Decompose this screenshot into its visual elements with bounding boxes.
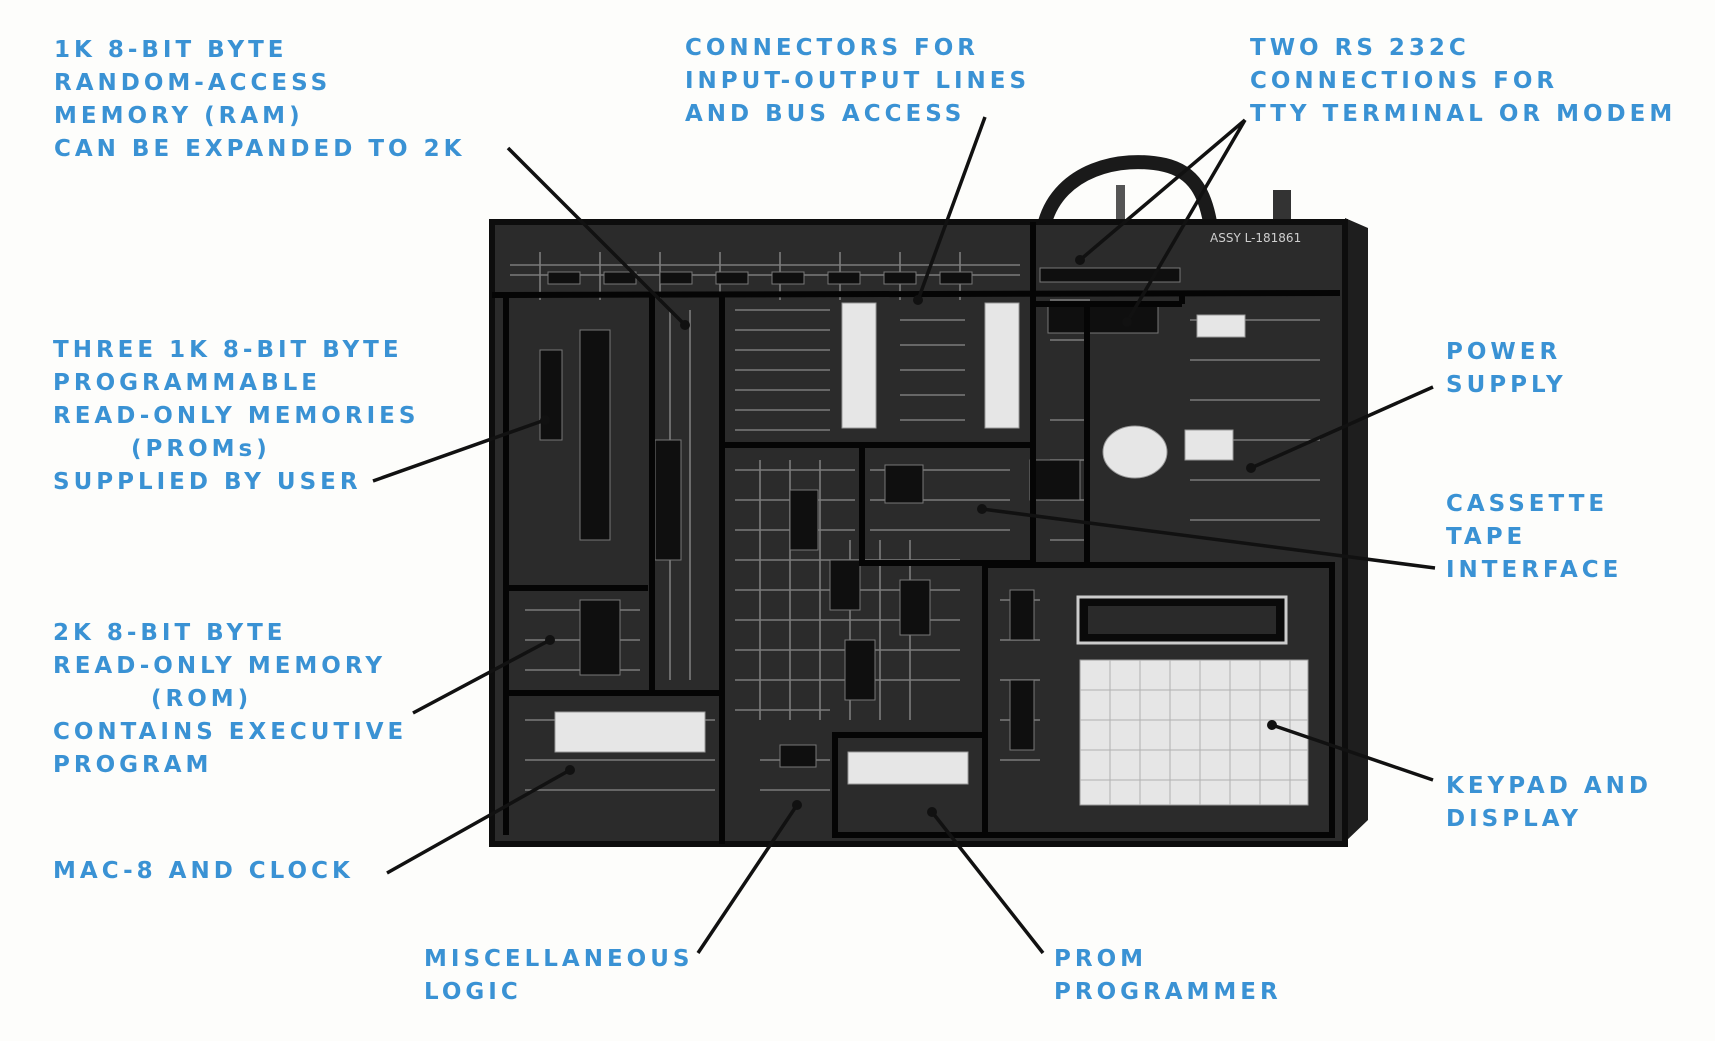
display-window-inner (1088, 606, 1276, 634)
label-rs232-line-1: TWO RS 232C (1250, 35, 1470, 61)
label-rom-line-5: PROGRAM (53, 752, 213, 778)
label-rom-line-1: 2K 8-BIT BYTE (53, 620, 287, 646)
section-outlines (491, 222, 1341, 844)
label-misc-line-2: LOGIC (424, 979, 522, 1005)
label-connectors-line-2: INPUT-OUTPUT LINES (685, 68, 1031, 94)
label-misc-line-1: MISCELLANEOUS (424, 946, 694, 972)
label-ram-line-1: 1K 8-BIT BYTE (54, 37, 288, 63)
board-marking: ASSY L-181861 (1210, 231, 1301, 245)
label-keypad: KEYPAD AND DISPLAY (1446, 770, 1652, 836)
label-proms-line-5: SUPPLIED BY USER (53, 469, 362, 495)
label-power-line-1: POWER (1446, 339, 1562, 365)
label-rom-line-2: READ-ONLY MEMORY (53, 653, 386, 679)
label-proms-line-3: READ-ONLY MEMORIES (53, 403, 420, 429)
label-cassette-line-3: INTERFACE (1446, 557, 1623, 583)
label-power: POWER SUPPLY (1446, 336, 1567, 402)
label-ram: 1K 8-BIT BYTE RANDOM-ACCESS MEMORY (RAM)… (54, 34, 465, 166)
rs232-plug (1273, 190, 1291, 222)
label-connectors-line-3: AND BUS ACCESS (685, 101, 966, 127)
label-connectors-line-1: CONNECTORS FOR (685, 35, 980, 61)
leader-connectors (916, 116, 987, 301)
label-rom-line-3: (ROM) (151, 686, 253, 712)
keypad-grid (1080, 660, 1308, 805)
board-light-parts (554, 302, 1309, 806)
power-switch (1116, 185, 1125, 221)
label-ram-line-2: RANDOM-ACCESS (54, 70, 332, 96)
label-connectors: CONNECTORS FOR INPUT-OUTPUT LINES AND BU… (685, 32, 1030, 131)
label-misc: MISCELLANEOUS LOGIC (424, 943, 693, 1009)
board-side-shadow (1345, 218, 1368, 842)
leader-power (1250, 385, 1434, 470)
label-programmer-line-2: PROGRAMMER (1054, 979, 1282, 1005)
label-keypad-line-1: KEYPAD AND (1446, 773, 1652, 799)
leader-cassette (981, 507, 1436, 570)
label-cassette-line-1: CASSETTE (1446, 491, 1609, 517)
leader-misc (696, 804, 799, 954)
leader-endpoints (540, 255, 1277, 817)
label-proms-line-2: PROGRAMMABLE (53, 370, 321, 396)
label-rs232-line-2: CONNECTIONS FOR (1250, 68, 1559, 94)
label-cassette: CASSETTE TAPE INTERFACE (1446, 488, 1622, 587)
leader-mac8 (386, 768, 571, 875)
label-proms-line-1: THREE 1K 8-BIT BYTE (53, 337, 403, 363)
leader-rom (412, 638, 551, 715)
label-keypad-line-2: DISPLAY (1446, 806, 1582, 832)
leader-ram (506, 146, 687, 327)
label-programmer: PROM PROGRAMMER (1054, 943, 1282, 1009)
label-mac8: MAC-8 AND CLOCK (53, 855, 354, 888)
label-rs232: TWO RS 232C CONNECTIONS FOR TTY TERMINAL… (1250, 32, 1676, 131)
label-proms-line-4: (PROMs) (131, 436, 271, 462)
label-ram-line-3: MEMORY (RAM) (54, 103, 304, 129)
label-programmer-line-1: PROM (1054, 946, 1148, 972)
label-power-line-2: SUPPLY (1446, 372, 1567, 398)
label-rom-line-4: CONTAINS EXECUTIVE (53, 719, 408, 745)
label-proms: THREE 1K 8-BIT BYTE PROGRAMMABLE READ-ON… (53, 334, 419, 499)
leader-proms (372, 418, 546, 483)
label-rs232-line-3: TTY TERMINAL OR MODEM (1250, 101, 1677, 127)
leader-rs232-b (1125, 119, 1247, 323)
leader-lines (372, 116, 1436, 955)
label-ram-line-4: CAN BE EXPANDED TO 2K (54, 136, 466, 162)
label-cassette-line-2: TAPE (1446, 524, 1527, 550)
leader-rs232-a (1078, 118, 1247, 262)
leader-programmer (930, 810, 1045, 955)
label-rom: 2K 8-BIT BYTE READ-ONLY MEMORY (ROM) CON… (53, 617, 407, 782)
label-mac8-line-1: MAC-8 AND CLOCK (53, 858, 354, 884)
leader-keypad (1271, 723, 1434, 782)
